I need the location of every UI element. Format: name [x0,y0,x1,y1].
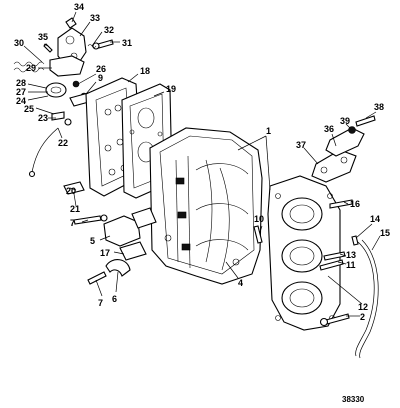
callout-1: 1 [266,126,271,136]
callout-29: 29 [26,63,36,73]
leader-lines [23,11,381,317]
callout-14: 14 [370,214,380,224]
callout-2: 2 [360,312,365,322]
figure-number: 38330 [342,395,365,404]
hardware [63,181,379,359]
callout-20: 20 [66,186,76,196]
callout-30: 30 [14,38,24,48]
callout-27: 27 [16,87,26,97]
callout-labels: 34 33 32 31 35 30 29 28 27 24 25 26 9 23… [14,2,390,322]
throttle-linkage [13,17,114,178]
callout-36: 36 [324,124,334,134]
callout-15: 15 [380,228,390,238]
callout-17: 17 [100,248,110,258]
callout-9: 9 [98,73,103,83]
callout-21: 21 [70,204,80,214]
callout-11: 11 [346,260,356,270]
crankcase-block [149,127,263,285]
callout-23: 23 [38,113,48,123]
callout-5: 5 [90,236,95,246]
thermostat-cover [311,115,376,183]
callout-22: 22 [58,138,68,148]
callout-16: 16 [350,199,360,209]
callout-10: 10 [254,214,264,224]
callout-39: 39 [340,116,350,126]
callout-13: 13 [346,250,356,260]
callout-4: 4 [238,278,243,288]
callout-7-lower: 7 [98,298,103,308]
callout-24: 24 [16,96,26,106]
callout-7-upper: 7 [70,218,75,228]
callout-26: 26 [96,64,106,74]
callout-18: 18 [140,66,150,76]
callout-6: 6 [112,294,117,304]
callout-35: 35 [38,32,48,42]
callout-37: 37 [296,140,306,150]
callout-28: 28 [16,78,26,88]
callout-25: 25 [24,104,34,114]
callout-33: 33 [90,13,100,23]
callout-38: 38 [374,102,384,112]
callout-19: 19 [166,84,176,94]
callout-34: 34 [74,2,84,12]
cylinder-head [267,175,341,331]
callout-32: 32 [104,25,114,35]
callout-12: 12 [358,302,368,312]
callout-31: 31 [122,38,132,48]
